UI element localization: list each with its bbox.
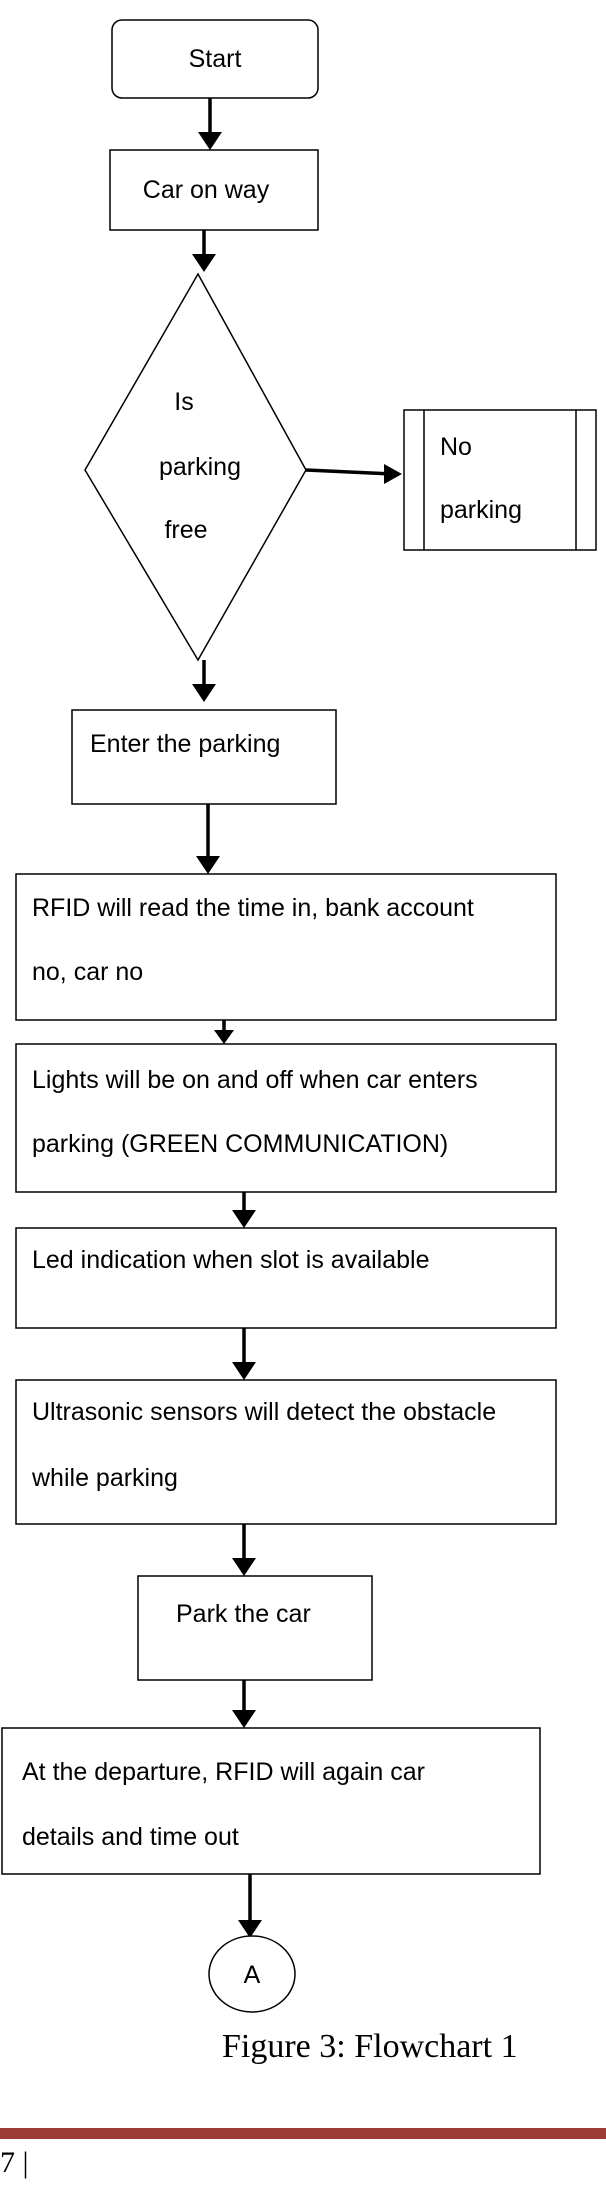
connector-a: A <box>208 1935 296 2013</box>
decision-line-1: Is <box>174 388 193 416</box>
park-car-label: Park the car <box>176 1600 311 1628</box>
rfid-read-line-1: RFID will read the time in, bank account <box>32 894 474 922</box>
decision-line-2: parking <box>159 453 241 481</box>
arrow-departure-to-connector <box>238 1874 262 1938</box>
ultrasonic-line-2: while parking <box>31 1464 178 1492</box>
arrow-enter-to-rfid <box>196 804 220 874</box>
page-number-marker: 7 | <box>0 2146 29 2179</box>
arrow-decision-to-enter <box>192 660 216 702</box>
arrow-led-to-ultrasonic <box>232 1328 256 1380</box>
arrow-decision-to-no-parking <box>305 464 402 484</box>
ultrasonic-node: Ultrasonic sensors will detect the obsta… <box>15 1379 557 1525</box>
ultrasonic-line-1: Ultrasonic sensors will detect the obsta… <box>32 1398 496 1426</box>
arrow-ultrasonic-to-park <box>232 1524 256 1576</box>
rfid-read-node: RFID will read the time in, bank account… <box>15 873 557 1021</box>
lights-node: Lights will be on and off when car enter… <box>15 1043 557 1193</box>
led-label: Led indication when slot is available <box>32 1246 429 1274</box>
no-parking-line-2: parking <box>440 496 522 524</box>
lights-line-2: parking (GREEN COMMUNICATION) <box>32 1130 448 1158</box>
footer-divider <box>0 2128 606 2139</box>
lights-line-1: Lights will be on and off when car enter… <box>32 1066 478 1094</box>
decision-parking-free: Is parking free <box>84 272 307 662</box>
rfid-read-line-2: no, car no <box>32 958 143 986</box>
arrow-lights-to-led <box>232 1192 256 1228</box>
enter-parking-label: Enter the parking <box>90 730 280 758</box>
no-parking-node: No parking <box>403 409 597 551</box>
arrow-start-to-car <box>198 98 222 150</box>
car-on-way-node: Car on way <box>109 149 319 231</box>
departure-node: At the departure, RFID will again car de… <box>1 1727 541 1875</box>
connector-label: A <box>244 1961 261 1989</box>
arrow-rfid-to-lights <box>214 1020 234 1044</box>
figure-caption: Figure 3: Flowchart 1 <box>222 2028 518 2065</box>
park-car-node: Park the car <box>137 1575 373 1681</box>
arrow-park-to-departure <box>232 1680 256 1728</box>
no-parking-line-1: No <box>440 433 472 461</box>
start-label: Start <box>189 45 242 73</box>
enter-parking-node: Enter the parking <box>71 709 337 805</box>
car-on-way-label: Car on way <box>143 176 270 204</box>
led-node: Led indication when slot is available <box>15 1227 557 1329</box>
departure-line-2: details and time out <box>22 1823 239 1851</box>
departure-line-1: At the departure, RFID will again car <box>22 1758 425 1786</box>
decision-line-3: free <box>164 516 207 544</box>
arrow-car-to-decision <box>192 230 216 272</box>
start-node: Start <box>111 19 319 99</box>
